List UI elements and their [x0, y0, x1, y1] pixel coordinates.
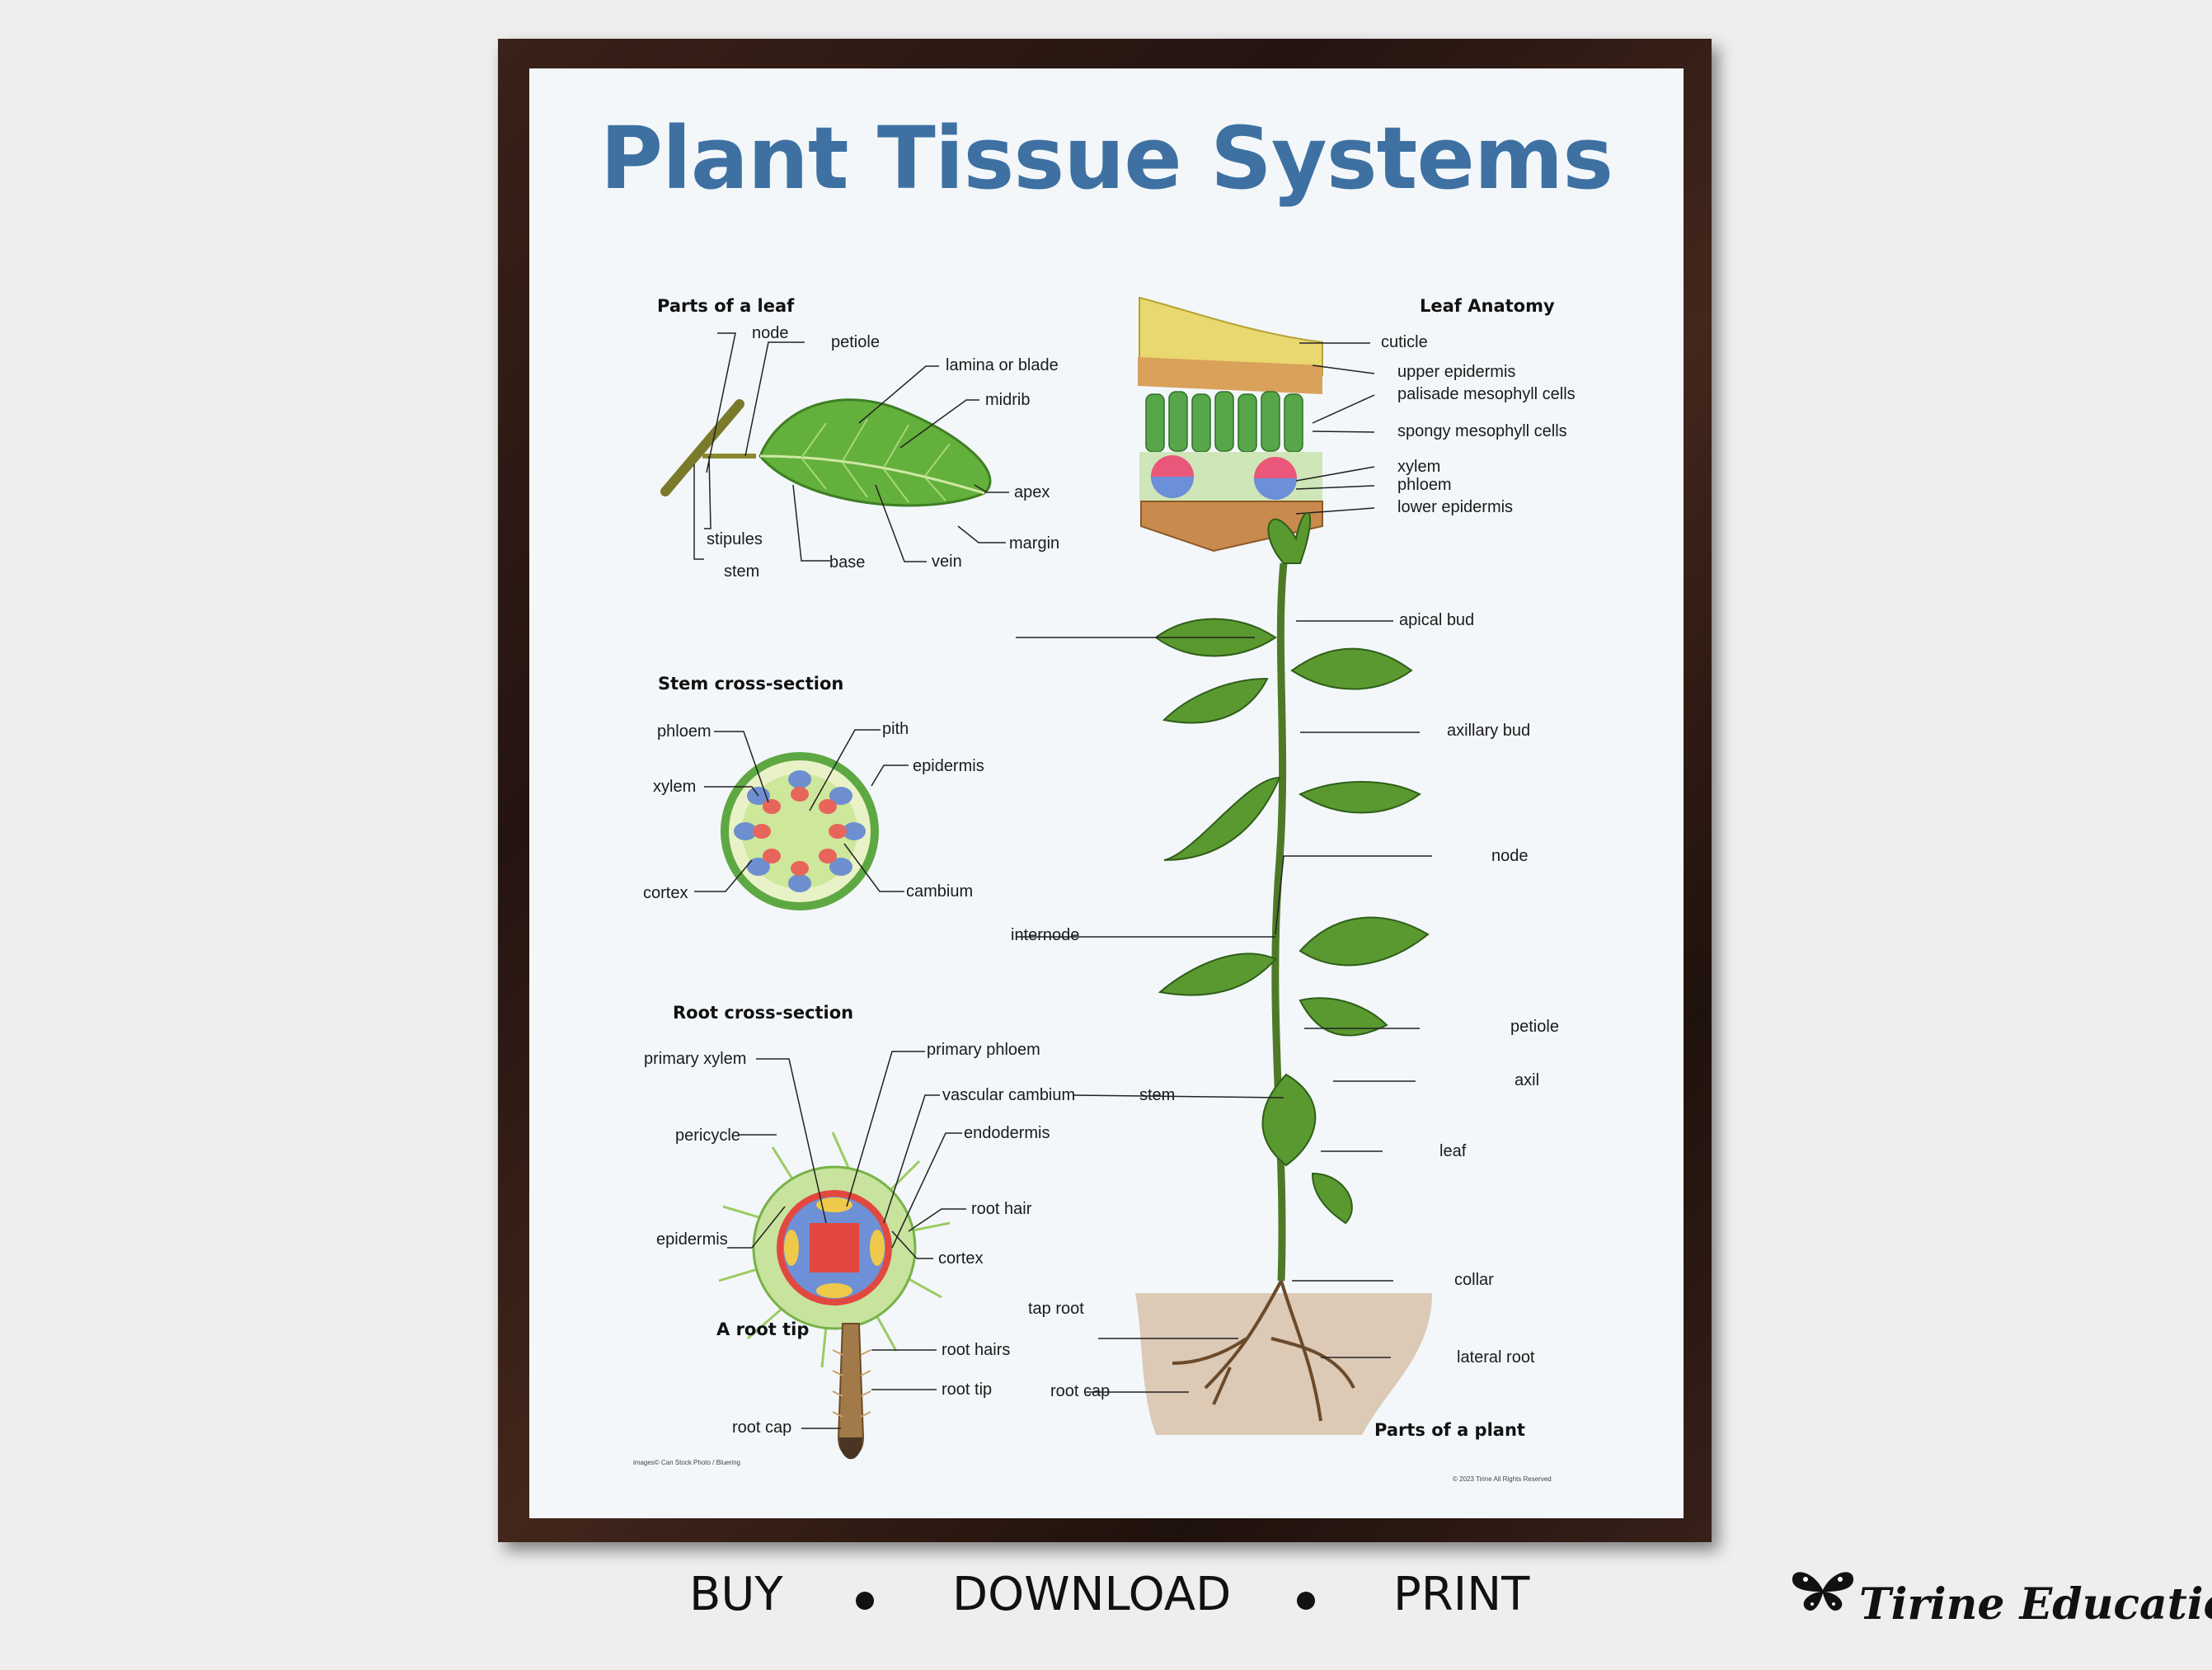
root-tip-illustration — [832, 1323, 871, 1460]
stem-label-xylem: xylem — [653, 778, 697, 796]
leaf-leader-lines — [693, 332, 1009, 562]
leaf-label-base: base — [829, 553, 866, 572]
print-link[interactable]: PRINT — [1393, 1568, 1530, 1621]
root-tip-heading: A root tip — [716, 1320, 810, 1339]
leaf-anatomy-illustration — [1138, 296, 1323, 553]
plant-label-root-cap: root cap — [1050, 1382, 1111, 1400]
root-label-primary-xylem: primary xylem — [644, 1050, 747, 1068]
leaf-label-petiole: petiole — [831, 333, 880, 351]
stem-label-cortex: cortex — [643, 884, 688, 902]
anatomy-leader-lines — [1295, 342, 1375, 515]
root-leader-lines — [727, 1051, 966, 1259]
root-label-vascular-cambium: vascular cambium — [942, 1086, 1076, 1104]
buy-link[interactable]: BUY — [689, 1568, 783, 1621]
plant-leader-lines — [1016, 620, 1432, 1393]
image-credit: images© Can Stock Photo / Bluering — [633, 1459, 740, 1466]
root-tip-label-root-cap: root cap — [732, 1418, 792, 1437]
root-tip-label-root-tip: root tip — [942, 1381, 993, 1399]
leaf-label-stem: stem — [724, 562, 760, 581]
root-label-root-hair: root hair — [971, 1200, 1032, 1218]
root-tip-leader-lines — [801, 1349, 937, 1429]
leaf-label-lamina: lamina or blade — [946, 356, 1059, 374]
plant-label-tap-root: tap root — [1028, 1300, 1084, 1318]
separator-dot — [1297, 1592, 1315, 1610]
root-label-primary-phloem: primary phloem — [927, 1041, 1040, 1059]
separator-dot — [856, 1592, 874, 1610]
download-link[interactable]: DOWNLOAD — [952, 1568, 1232, 1621]
plant-label-apical-bud: apical bud — [1399, 611, 1475, 629]
anatomy-label-palisade: palisade mesophyll cells — [1397, 385, 1576, 403]
plant-label-internode: internode — [1011, 926, 1080, 944]
leaf-illustration — [660, 398, 992, 507]
leaf-label-node: node — [752, 324, 789, 342]
plant-heading: Parts of a plant — [1374, 1420, 1525, 1440]
anatomy-label-lower-epidermis: lower epidermis — [1397, 498, 1514, 516]
leaf-label-vein: vein — [932, 553, 962, 571]
diagram-art — [660, 296, 1432, 1460]
copyright-note: © 2023 Tirine All Rights Reserved — [1453, 1475, 1552, 1483]
stem-leader-lines — [694, 729, 909, 892]
stem-label-phloem: phloem — [657, 722, 712, 741]
anatomy-label-phloem: phloem — [1397, 476, 1452, 494]
root-label-cortex: cortex — [938, 1249, 984, 1268]
poster-title: Plant Tissue Systems — [599, 108, 1613, 209]
leaf-label-stipules: stipules — [707, 530, 763, 548]
plant-label-stem: stem — [1139, 1086, 1176, 1104]
leaf-label-midrib: midrib — [985, 391, 1031, 409]
anatomy-label-xylem: xylem — [1397, 458, 1441, 476]
plant-label-axil: axil — [1515, 1071, 1540, 1089]
anatomy-label-spongy: spongy mesophyll cells — [1397, 422, 1567, 440]
stem-section-illustration — [721, 752, 879, 910]
plant-label-axillary-bud: axillary bud — [1447, 722, 1531, 740]
stem-label-cambium: cambium — [906, 882, 974, 901]
butterfly-icon — [1792, 1572, 1854, 1611]
root-label-pericycle: pericycle — [675, 1127, 740, 1145]
root-label-endodermis: endodermis — [964, 1124, 1050, 1142]
anatomy-heading: Leaf Anatomy — [1420, 296, 1555, 316]
plant-label-leaf: leaf — [1439, 1142, 1467, 1160]
plant-illustration — [1135, 511, 1432, 1435]
leaf-label-apex: apex — [1014, 483, 1050, 501]
stem-label-epidermis: epidermis — [913, 757, 984, 775]
root-section-heading: Root cross-section — [673, 1003, 854, 1023]
anatomy-label-cuticle: cuticle — [1381, 333, 1428, 351]
brand-name[interactable]: Tirine Education — [1859, 1579, 2212, 1630]
stem-label-pith: pith — [882, 720, 909, 738]
root-section-illustration — [718, 1131, 951, 1368]
poster: Plant Tissue Systems — [529, 68, 1684, 1518]
plant-label-node: node — [1491, 847, 1529, 865]
leaf-heading: Parts of a leaf — [657, 296, 795, 316]
root-tip-label-root-hairs: root hairs — [942, 1341, 1011, 1359]
root-label-epidermis: epidermis — [656, 1230, 728, 1249]
plant-label-petiole: petiole — [1510, 1018, 1559, 1036]
plant-label-lateral-root: lateral root — [1457, 1348, 1535, 1367]
leaf-label-margin: margin — [1009, 534, 1060, 553]
stem-section-heading: Stem cross-section — [658, 674, 844, 694]
plant-label-collar: collar — [1454, 1271, 1494, 1289]
anatomy-label-upper-epidermis: upper epidermis — [1397, 363, 1516, 381]
